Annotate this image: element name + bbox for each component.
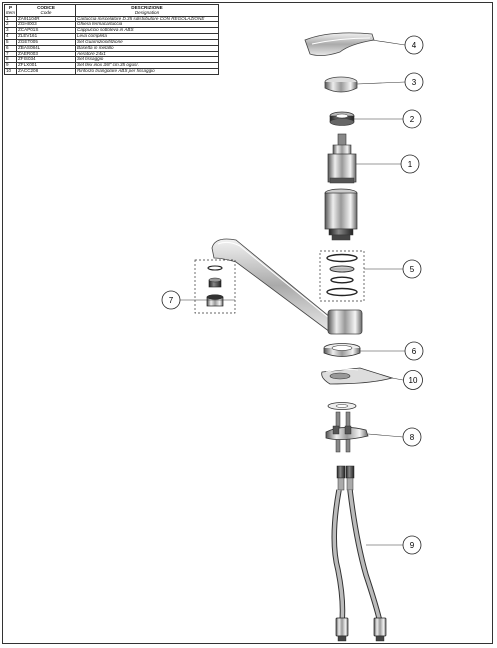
aerator-group <box>194 259 236 314</box>
svg-text:2: 2 <box>410 115 415 124</box>
svg-text:10: 10 <box>409 376 418 385</box>
callout-5: 5 <box>402 259 422 279</box>
flexible-hoses <box>331 465 387 642</box>
svg-text:3: 3 <box>412 78 417 87</box>
leader-lines <box>180 39 406 546</box>
callout-6: 6 <box>404 341 424 361</box>
callout-1: 1 <box>400 154 420 174</box>
callout-8: 8 <box>402 427 422 447</box>
callout-9: 9 <box>402 535 422 555</box>
ring-nut <box>329 111 355 126</box>
cap <box>324 76 358 93</box>
spout <box>211 238 363 335</box>
fixing-set <box>325 402 369 453</box>
callout-3: 3 <box>404 72 424 92</box>
svg-text:7: 7 <box>169 296 174 305</box>
seal-set-group <box>319 250 365 302</box>
triangular-reinforcement <box>321 367 394 385</box>
svg-text:4: 4 <box>412 41 417 50</box>
svg-text:8: 8 <box>410 433 415 442</box>
metal-base <box>323 343 361 357</box>
drawing-frame <box>2 2 493 644</box>
svg-text:1: 1 <box>408 160 413 169</box>
svg-text:6: 6 <box>412 347 417 356</box>
callout-2: 2 <box>402 109 422 129</box>
tap-body <box>324 188 358 241</box>
callout-10: 10 <box>403 370 423 390</box>
callout-4: 4 <box>404 35 424 55</box>
lever-handle <box>304 32 375 56</box>
callout-7: 7 <box>161 290 181 310</box>
svg-text:9: 9 <box>410 541 415 550</box>
svg-text:5: 5 <box>410 265 415 274</box>
cartridge <box>327 133 357 184</box>
